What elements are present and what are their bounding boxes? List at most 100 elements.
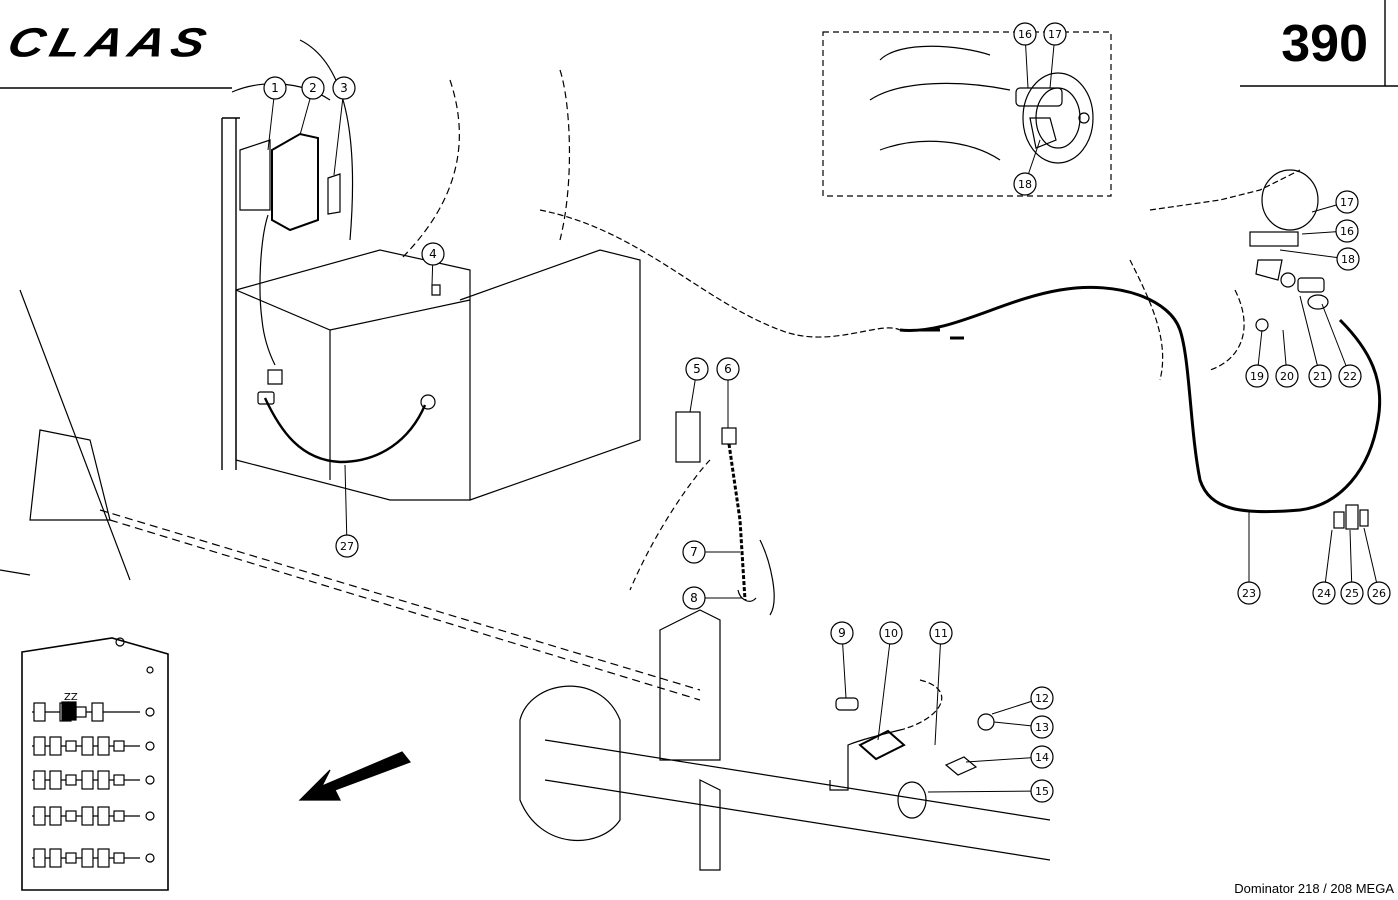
fuse-slot xyxy=(81,848,94,868)
callout-number: 14 xyxy=(1035,751,1049,764)
callout-17: 17 xyxy=(1043,22,1067,46)
fuse-slot xyxy=(33,702,46,722)
fuse-slot xyxy=(75,706,87,718)
callout-number: 8 xyxy=(690,591,698,605)
fuse-slot xyxy=(97,770,110,790)
fuse-zz-label: ZZ xyxy=(64,692,78,703)
callout-number: 2 xyxy=(309,81,317,95)
callout-number: 9 xyxy=(838,626,846,640)
callout-number: 4 xyxy=(429,247,437,261)
callout-number: 16 xyxy=(1340,225,1354,238)
leader-line-10 xyxy=(877,632,892,741)
leader-line-3 xyxy=(333,87,345,176)
callout-number: 17 xyxy=(1340,196,1354,209)
fuse-box-inset: ZZ xyxy=(21,637,169,891)
callout-10: 10 xyxy=(879,621,903,645)
callout-number: 19 xyxy=(1250,370,1264,383)
fuse-slot xyxy=(97,736,110,756)
callout-number: 26 xyxy=(1372,587,1386,600)
callout-number: 18 xyxy=(1341,253,1355,266)
leader-line-27 xyxy=(344,464,348,547)
fuse-slot xyxy=(81,736,94,756)
fuse-slot xyxy=(65,852,77,864)
callout-number: 18 xyxy=(1018,178,1032,191)
leader-line-22 xyxy=(1321,303,1351,377)
callout-21: 21 xyxy=(1308,364,1332,388)
fuse-slot xyxy=(97,806,110,826)
callout-20: 20 xyxy=(1275,364,1299,388)
callout-3: 3 xyxy=(332,76,356,100)
callout-15: 15 xyxy=(1030,779,1054,803)
fuse-slot xyxy=(33,848,46,868)
callout-16: 16 xyxy=(1013,22,1037,46)
leader-line-14 xyxy=(965,756,1043,763)
callout-13: 13 xyxy=(1030,715,1054,739)
fuse-slot xyxy=(113,810,125,822)
leader-line-15 xyxy=(927,790,1043,793)
fuse-slot xyxy=(49,770,62,790)
callout-number: 12 xyxy=(1035,692,1049,705)
fuse-slot xyxy=(65,740,77,752)
callout-number: 23 xyxy=(1242,587,1256,600)
callout-number: 22 xyxy=(1343,370,1357,383)
fuse-rows xyxy=(32,702,155,868)
header-rules xyxy=(0,0,1398,89)
fuse-slot xyxy=(49,736,62,756)
callout-1: 1 xyxy=(263,76,287,100)
fuse-slot xyxy=(65,810,77,822)
callout-number: 16 xyxy=(1018,28,1032,41)
callout-24: 24 xyxy=(1312,581,1336,605)
callout-17: 17 xyxy=(1335,190,1359,214)
callout-18: 18 xyxy=(1013,172,1037,196)
fuse-slot xyxy=(81,806,94,826)
callout-26: 26 xyxy=(1367,581,1391,605)
right-harness xyxy=(899,169,1382,530)
callout-9: 9 xyxy=(830,621,854,645)
callout-6: 6 xyxy=(716,357,740,381)
callout-4: 4 xyxy=(421,242,445,266)
model-designation: Dominator 218 / 208 MEGA xyxy=(1234,881,1394,896)
callout-number: 15 xyxy=(1035,785,1049,798)
callout-5: 5 xyxy=(685,357,709,381)
callout-number: 1 xyxy=(271,81,279,95)
fuse-slot xyxy=(113,852,125,864)
fuse-slot xyxy=(33,806,46,826)
fuse-slot xyxy=(91,702,104,722)
callout-number: 20 xyxy=(1280,370,1294,383)
callout-8: 8 xyxy=(682,586,706,610)
callout-number: 6 xyxy=(724,362,732,376)
callout-23: 23 xyxy=(1237,581,1261,605)
fuse-slot xyxy=(65,774,77,786)
callout-12: 12 xyxy=(1030,686,1054,710)
callout-18: 18 xyxy=(1336,247,1360,271)
callout-number: 27 xyxy=(340,540,354,553)
fuse-slot xyxy=(49,806,62,826)
leader-line-21 xyxy=(1299,295,1321,377)
callout-14: 14 xyxy=(1030,745,1054,769)
fuse-slot xyxy=(33,770,46,790)
fuse-slot xyxy=(81,770,94,790)
callout-16: 16 xyxy=(1335,219,1359,243)
callout-19: 19 xyxy=(1245,364,1269,388)
leader-lines xyxy=(267,33,1380,793)
callout-number: 7 xyxy=(690,545,698,559)
page-number: 390 xyxy=(1281,15,1368,73)
lower-assembly xyxy=(519,609,1051,871)
rod-assembly xyxy=(629,411,775,616)
fuse-slot xyxy=(49,848,62,868)
callout-25: 25 xyxy=(1340,581,1364,605)
leader-line-11 xyxy=(934,632,942,746)
callout-2: 2 xyxy=(301,76,325,100)
callout-number: 25 xyxy=(1345,587,1359,600)
callout-22: 22 xyxy=(1338,364,1362,388)
cab-structure xyxy=(0,39,901,701)
fuse-slot xyxy=(97,848,110,868)
callout-number: 17 xyxy=(1048,28,1062,41)
direction-arrow xyxy=(298,751,411,801)
callout-number: 3 xyxy=(340,81,348,95)
callout-number: 21 xyxy=(1313,370,1327,383)
callout-27: 27 xyxy=(335,534,359,558)
callout-7: 7 xyxy=(682,540,706,564)
detail-box xyxy=(822,31,1112,197)
